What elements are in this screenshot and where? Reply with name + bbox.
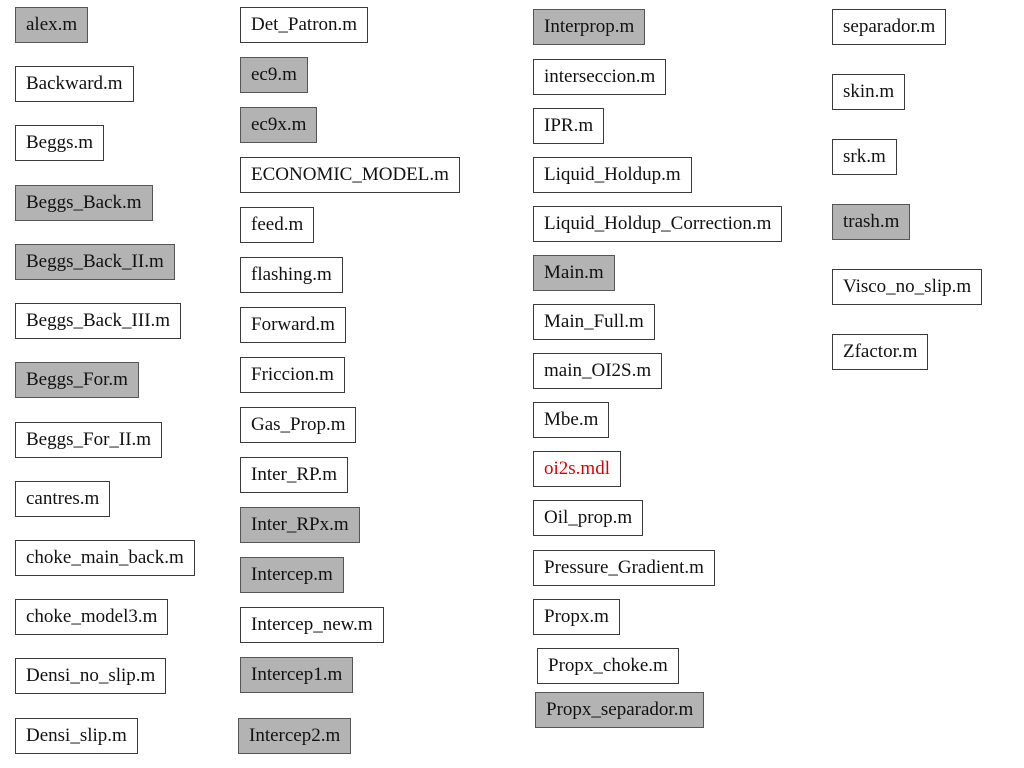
file-node: Intercep.m xyxy=(240,557,344,593)
file-node: Intercep2.m xyxy=(238,718,352,754)
file-node: Intercep_new.m xyxy=(240,607,384,643)
file-node: Inter_RPx.m xyxy=(240,507,360,543)
file-node: oi2s.mdl xyxy=(533,451,621,487)
file-node: separador.m xyxy=(832,9,947,45)
file-node: Visco_no_slip.m xyxy=(832,269,983,305)
file-node: Gas_Prop.m xyxy=(240,407,357,443)
file-node: skin.m xyxy=(832,74,906,110)
file-node: Beggs_Back.m xyxy=(15,185,153,221)
file-node: Main.m xyxy=(533,255,615,291)
file-node: Propx_separador.m xyxy=(535,692,705,728)
file-node: Intercep1.m xyxy=(240,657,354,693)
file-node: Inter_RP.m xyxy=(240,457,349,493)
file-node: Propx_choke.m xyxy=(537,648,679,684)
file-node: Forward.m xyxy=(240,307,346,343)
file-node: cantres.m xyxy=(15,481,111,517)
file-node: Densi_slip.m xyxy=(15,718,138,754)
file-node: Densi_no_slip.m xyxy=(15,658,167,694)
file-node: Det_Patron.m xyxy=(240,7,369,43)
file-node: Beggs.m xyxy=(15,125,105,161)
file-node: Liquid_Holdup.m xyxy=(533,157,692,193)
file-node: IPR.m xyxy=(533,108,605,144)
file-node: Friccion.m xyxy=(240,357,345,393)
file-node: Mbe.m xyxy=(533,402,610,438)
file-node: Zfactor.m xyxy=(832,334,929,370)
file-node: trash.m xyxy=(832,204,911,240)
file-node: Oil_prop.m xyxy=(533,500,644,536)
file-node: alex.m xyxy=(15,7,89,43)
file-node: Beggs_For_II.m xyxy=(15,422,163,458)
file-node: Beggs_Back_II.m xyxy=(15,244,175,280)
file-node: Pressure_Gradient.m xyxy=(533,550,715,586)
file-node: feed.m xyxy=(240,207,315,243)
file-node: Backward.m xyxy=(15,66,134,102)
file-node: choke_model3.m xyxy=(15,599,169,635)
file-node: Main_Full.m xyxy=(533,304,655,340)
file-node: choke_main_back.m xyxy=(15,540,195,576)
file-node: interseccion.m xyxy=(533,59,667,95)
file-node: flashing.m xyxy=(240,257,343,293)
file-node: ec9.m xyxy=(240,57,308,93)
file-node: srk.m xyxy=(832,139,897,175)
file-node: ECONOMIC_MODEL.m xyxy=(240,157,460,193)
file-node: Beggs_Back_III.m xyxy=(15,303,182,339)
file-node: Beggs_For.m xyxy=(15,362,139,398)
file-node: ec9x.m xyxy=(240,107,318,143)
file-node: Liquid_Holdup_Correction.m xyxy=(533,206,783,242)
file-node: main_OI2S.m xyxy=(533,353,663,389)
file-node: Interprop.m xyxy=(533,9,646,45)
file-node: Propx.m xyxy=(533,599,620,635)
